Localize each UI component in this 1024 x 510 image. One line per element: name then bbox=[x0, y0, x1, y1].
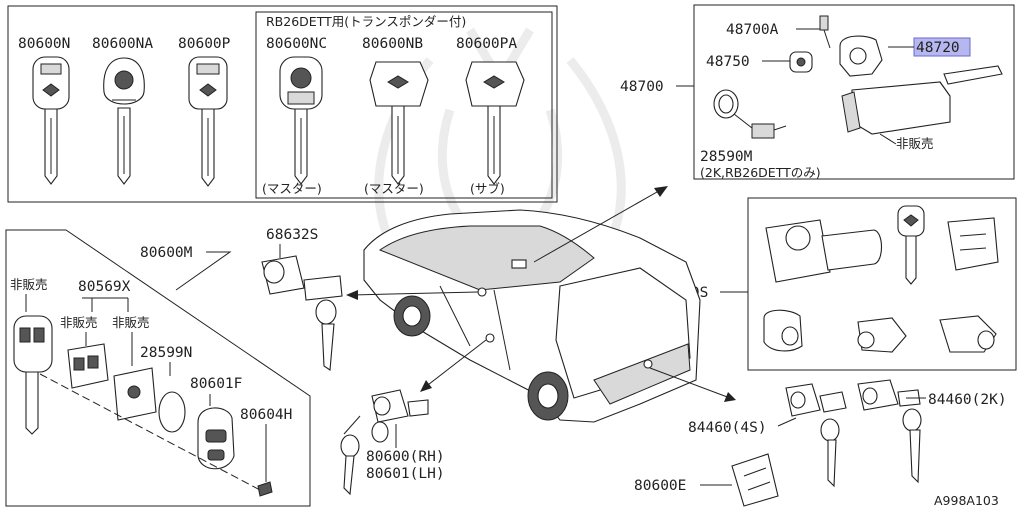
note-master-1: (マスター) bbox=[262, 181, 322, 196]
part-label-80569X[interactable]: 80569X bbox=[78, 279, 131, 295]
part-label-84460-2K[interactable]: 84460(2K) bbox=[928, 392, 1007, 408]
lock-set-box bbox=[747, 197, 1017, 371]
part-label-80601LH[interactable]: 80601(LH) bbox=[366, 466, 445, 482]
part-label-48750[interactable]: 48750 bbox=[706, 54, 750, 70]
label-not-sold-1: 非販売 bbox=[10, 277, 48, 292]
part-label-80600P[interactable]: 80600P bbox=[178, 36, 231, 52]
part-label-80600NB[interactable]: 80600NB bbox=[362, 36, 423, 52]
key-80600NB bbox=[369, 61, 429, 185]
bracket-80600E bbox=[731, 453, 779, 507]
car-hood-latch bbox=[511, 259, 527, 269]
part-label-84460-4S[interactable]: 84460(4S) bbox=[688, 420, 767, 436]
ignition-cylinder-48700 bbox=[789, 15, 1003, 135]
part-label-80600M[interactable]: 80600M bbox=[140, 245, 193, 261]
key-80600NA bbox=[103, 57, 145, 185]
door-cylinder-68632S bbox=[261, 255, 343, 371]
note-sub: (サブ) bbox=[470, 181, 505, 196]
part-label-80600PA[interactable]: 80600PA bbox=[456, 36, 517, 52]
leader-arrows bbox=[346, 186, 736, 402]
diagram-code: A998A103 bbox=[934, 493, 999, 508]
lock-set-parts bbox=[763, 205, 999, 353]
part-label-80600RH[interactable]: 80600(RH) bbox=[366, 449, 445, 465]
key-parts-exploded bbox=[13, 315, 273, 497]
transponder-heading: RB26DETT用(トランスポンダー付) bbox=[266, 14, 466, 29]
part-label-28590M[interactable]: 28590M bbox=[700, 149, 753, 165]
key-80600N bbox=[32, 56, 70, 185]
ignition-box bbox=[693, 4, 1015, 180]
trunk-cylinder-4S bbox=[785, 383, 847, 488]
part-label-80604H[interactable]: 80604H bbox=[240, 407, 292, 423]
part-label-80601F[interactable]: 80601F bbox=[190, 376, 242, 392]
part-label-48700A[interactable]: 48700A bbox=[726, 22, 779, 38]
antenna-28590M bbox=[713, 89, 787, 139]
part-label-68632S[interactable]: 68632S bbox=[266, 227, 318, 243]
key-80600PA bbox=[465, 61, 525, 185]
part-label-48720[interactable]: 48720 bbox=[916, 40, 960, 56]
part-label-80600E[interactable]: 80600E bbox=[634, 478, 686, 494]
door-cylinder-80600 bbox=[340, 389, 429, 496]
key-box bbox=[7, 5, 558, 203]
part-label-48700[interactable]: 48700 bbox=[620, 79, 664, 95]
transponder-key-box bbox=[255, 11, 553, 199]
label-not-sold-3: 非販売 bbox=[112, 315, 150, 330]
key-80600NC bbox=[279, 56, 323, 185]
key-parts-box bbox=[5, 229, 311, 507]
part-label-80600NC[interactable]: 80600NC bbox=[266, 36, 327, 52]
car-illustration bbox=[363, 209, 701, 423]
part-label-80600NA[interactable]: 80600NA bbox=[92, 36, 153, 52]
key-80600P bbox=[188, 56, 228, 187]
label-not-sold-ignition: 非販売 bbox=[896, 136, 934, 151]
part-label-28599N[interactable]: 28599N bbox=[140, 345, 192, 361]
trunk-cylinder-2K bbox=[857, 379, 922, 484]
note-28590M: (2K,RB26DETTのみ) bbox=[700, 165, 821, 180]
label-not-sold-2: 非販売 bbox=[60, 315, 98, 330]
part-label-80600N[interactable]: 80600N bbox=[18, 36, 70, 52]
note-master-2: (マスター) bbox=[364, 181, 424, 196]
